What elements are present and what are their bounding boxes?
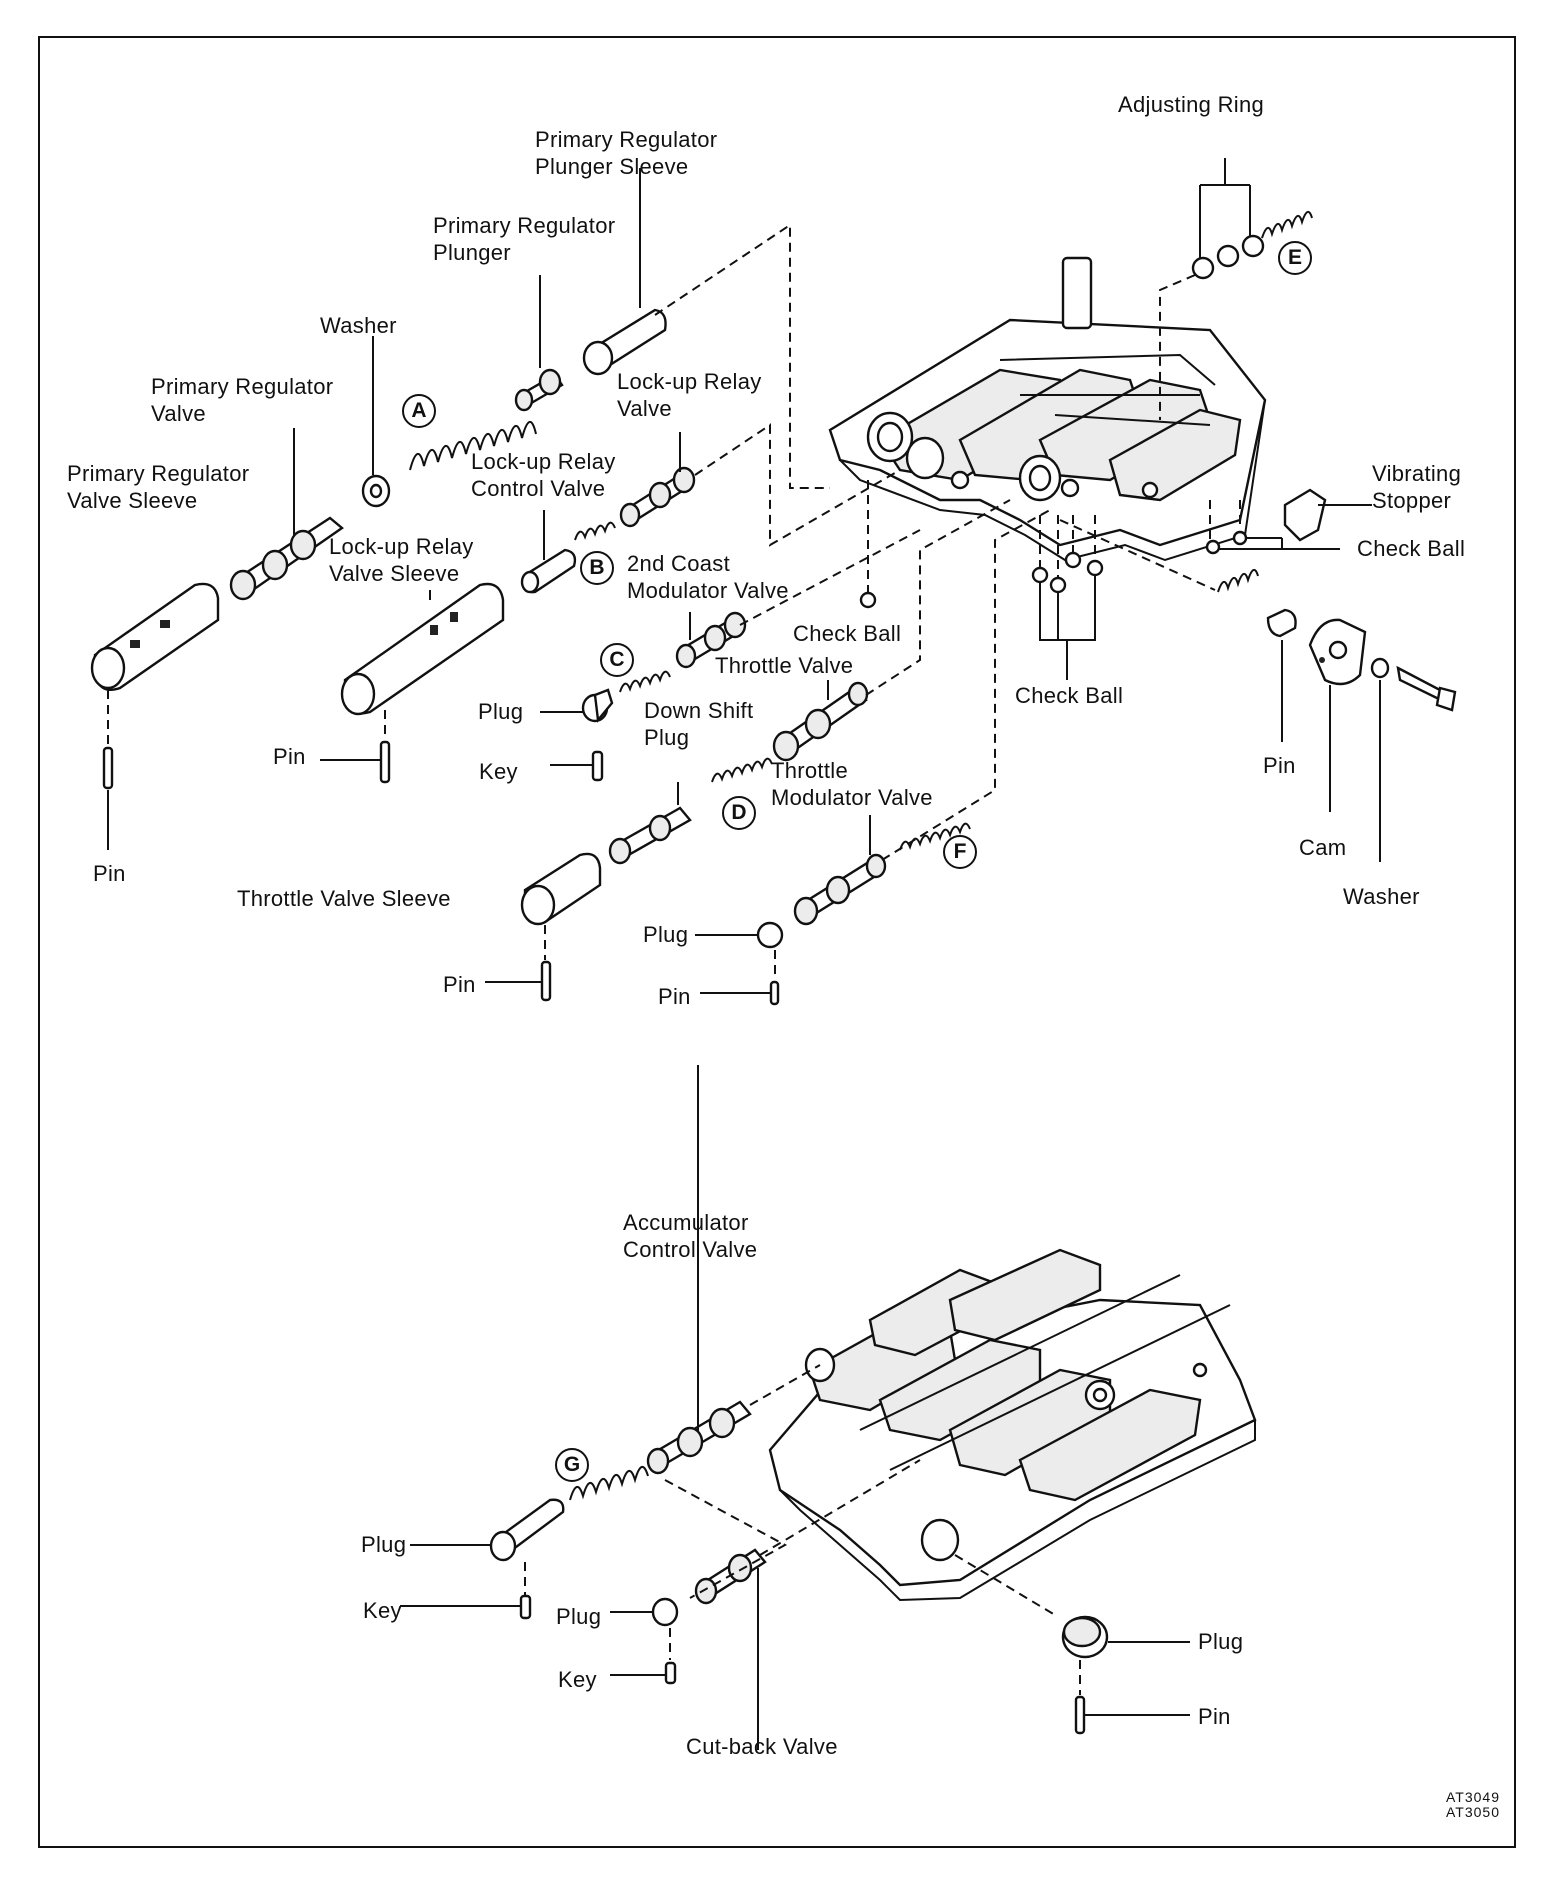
plug-f-part: [695, 921, 784, 1006]
label-primary-regulator-valve: Primary Regulator Valve: [151, 374, 334, 426]
spring-f: [899, 822, 971, 851]
label-plug-f: Plug: [643, 922, 689, 947]
label-cam: Cam: [1299, 835, 1347, 860]
primary-regulator-valve-sleeve-part: [90, 582, 220, 790]
label-check-ball-lower: Check Ball: [1015, 683, 1124, 708]
label-pin-lockup-sleeve: Pin: [273, 744, 306, 769]
callout-c: C: [600, 643, 634, 677]
spring-g: [569, 1466, 649, 1501]
adjusting-ring-part: [1159, 158, 1313, 420]
label-lockup-relay-control-valve: Lock-up Relay Control Valve: [471, 449, 616, 501]
label-cutback-valve: Cut-back Valve: [686, 1734, 838, 1759]
accumulator-control-valve-part: [646, 1065, 821, 1475]
figure-code: AT3049 AT3050: [1446, 1789, 1500, 1820]
label-primary-regulator-plunger: Primary Regulator Plunger: [433, 213, 616, 265]
label-plug-c: Plug: [478, 699, 524, 724]
figure-frame: [38, 36, 1516, 1848]
callout-g: G: [555, 1448, 589, 1482]
label-throttle-valve-sleeve: Throttle Valve Sleeve: [237, 886, 451, 911]
label-vibrating-stopper: Vibrating Stopper: [1372, 461, 1462, 513]
vibrating-stopper-part: [1283, 488, 1372, 542]
lockup-relay-valve-sleeve-part: [320, 582, 505, 784]
primary-regulator-plunger-part: [514, 275, 564, 412]
down-shift-plug-part: [608, 782, 692, 865]
plug-cutback-part: [610, 1597, 679, 1685]
label-pin-throttle-sleeve: Pin: [443, 972, 476, 997]
label-pin-f: Pin: [658, 984, 691, 1009]
callout-f: F: [943, 835, 977, 869]
label-down-shift-plug: Down Shift Plug: [644, 698, 754, 750]
callout-d: D: [722, 796, 756, 830]
label-pin-bottom-right: Pin: [1198, 1704, 1231, 1729]
label-lockup-relay-valve: Lock-up Relay Valve: [617, 369, 762, 421]
washer-top-part: [361, 336, 391, 508]
lockup-relay-control-valve-part: [520, 510, 616, 594]
primary-regulator-plunger-sleeve-part: [582, 168, 830, 489]
check-balls: [859, 480, 1340, 680]
label-key-g: Key: [363, 1598, 402, 1623]
plug-c-part: [540, 688, 614, 782]
plug-bottom-right-part: [954, 1554, 1190, 1735]
spring-d: [711, 757, 773, 783]
label-plug-g: Plug: [361, 1532, 407, 1557]
upper-valve-body: [828, 256, 1267, 562]
label-plug-bottom-right: Plug: [1198, 1629, 1244, 1654]
label-pin-left: Pin: [93, 861, 126, 886]
label-primary-regulator-plunger-sleeve: Primary Regulator Plunger Sleeve: [535, 127, 718, 179]
label-key-c: Key: [479, 759, 518, 784]
second-coast-modulator-valve-part: [675, 529, 921, 669]
throttle-modulator-valve-part: [793, 509, 1051, 926]
throttle-valve-part: [772, 499, 1011, 762]
lower-valve-body: [768, 1248, 1257, 1602]
label-washer-right: Washer: [1343, 884, 1420, 909]
spring-a: [409, 421, 537, 471]
spring-c: [619, 670, 671, 693]
label-throttle-modulator-valve: Throttle Modulator Valve: [771, 758, 933, 810]
plug-g-part: [400, 1498, 565, 1620]
label-check-ball-right: Check Ball: [1357, 536, 1466, 561]
label-lockup-relay-valve-sleeve: Lock-up Relay Valve Sleeve: [329, 534, 474, 586]
label-key-cutback: Key: [558, 1667, 597, 1692]
label-throttle-valve: Throttle Valve: [715, 653, 854, 678]
lockup-relay-valve-part: [619, 423, 901, 547]
cam-assembly: [1059, 519, 1457, 862]
label-plug-cutback: Plug: [556, 1604, 602, 1629]
label-washer-top: Washer: [320, 313, 397, 338]
label-check-ball-mid: Check Ball: [793, 621, 902, 646]
cutback-valve-part: [664, 1459, 921, 1750]
primary-regulator-valve-part: [229, 428, 344, 601]
label-second-coast-modulator-valve: 2nd Coast Modulator Valve: [627, 551, 789, 603]
callout-a: A: [402, 394, 436, 428]
label-pin-cam: Pin: [1263, 753, 1296, 778]
label-primary-regulator-valve-sleeve: Primary Regulator Valve Sleeve: [67, 461, 250, 513]
label-accumulator-control-valve: Accumulator Control Valve: [623, 1210, 758, 1262]
label-adjusting-ring: Adjusting Ring: [1118, 92, 1265, 117]
callout-b: B: [580, 551, 614, 585]
throttle-valve-sleeve-part: [485, 852, 602, 1002]
callout-e: E: [1278, 241, 1312, 275]
